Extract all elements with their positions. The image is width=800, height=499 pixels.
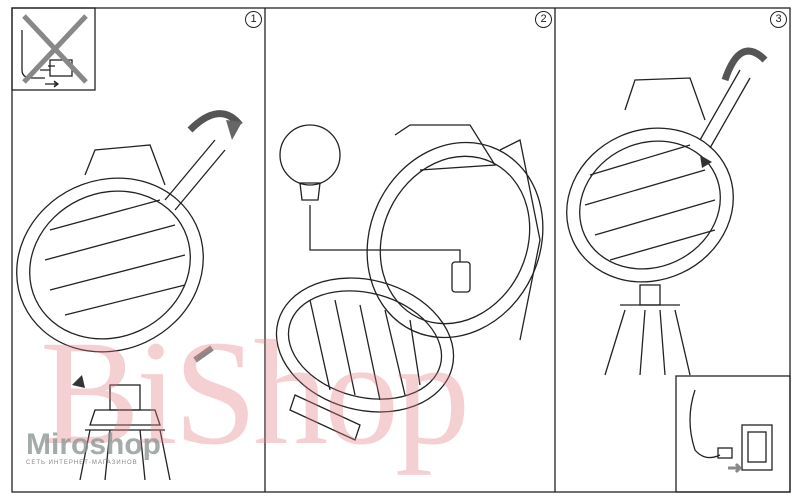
- lamp-step-1: [16, 110, 243, 481]
- lamp-step-3: [566, 47, 768, 376]
- outer-frame: [11, 7, 791, 493]
- step-number-2: 2: [535, 11, 552, 28]
- step-number-1: 1: [245, 11, 262, 28]
- unplug-warning-inset: [11, 7, 96, 91]
- miroshop-logo: Miroshop: [26, 428, 161, 461]
- lamp-step-2: [275, 124, 544, 441]
- plug-in-inset: [675, 375, 791, 493]
- light-bulb-icon: [279, 124, 341, 186]
- step-number-3: 3: [770, 11, 787, 28]
- miroshop-logo-subtitle: СЕТЬ ИНТЕРНЕТ-МАГАЗИНОВ: [26, 460, 138, 466]
